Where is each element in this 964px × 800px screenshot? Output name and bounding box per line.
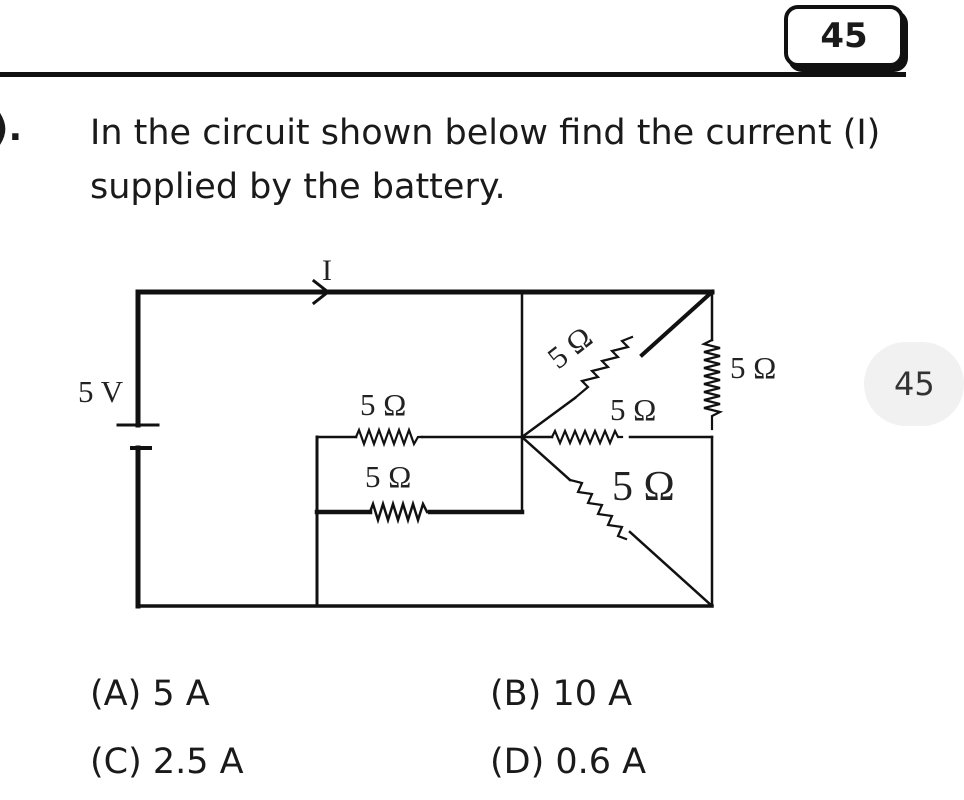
- resistor-left-upper: [354, 426, 424, 448]
- question-number: ).: [0, 108, 23, 149]
- wire-diag-down-upper: [520, 435, 572, 482]
- battery-label: 5 V: [78, 374, 124, 409]
- resistor-label-center: 5 Ω: [610, 392, 656, 427]
- option-b[interactable]: (B) 10 A: [490, 674, 633, 714]
- question-text: In the circuit shown below find the curr…: [90, 113, 881, 207]
- option-d[interactable]: (D) 0.6 A: [490, 742, 647, 782]
- option-c[interactable]: (C) 2.5 A: [90, 742, 244, 782]
- resistor-label-left-lower: 5 Ω: [365, 459, 411, 494]
- resistor-diag-up: [573, 335, 634, 400]
- page-number-badge: 45: [784, 5, 904, 67]
- side-page-indicator: 45: [864, 342, 964, 426]
- wire-diag-up-upper: [639, 289, 715, 358]
- wire-diag-down-lower: [628, 530, 714, 608]
- resistor-diag-down: [568, 478, 628, 541]
- resistor-label-left-upper: 5 Ω: [360, 387, 406, 422]
- header-divider: [0, 72, 906, 77]
- circuit-diagram: I 5 V 5 Ω 5 Ω 5 Ω 5 Ω 5 Ω 5 Ω: [78, 254, 776, 609]
- resistor-center-horizontal: [550, 428, 624, 446]
- wire-diag-up-lower: [520, 396, 577, 439]
- resistor-label-diag-up: 5 Ω: [541, 319, 599, 375]
- resistor-label-diag-down: 5 Ω: [612, 464, 675, 510]
- resistor-left-lower: [368, 499, 429, 525]
- current-label: I: [322, 254, 332, 287]
- resistor-label-right: 5 Ω: [730, 350, 776, 385]
- resistor-right-vertical: [700, 338, 724, 431]
- option-a[interactable]: (A) 5 A: [90, 674, 210, 714]
- current-arrow-icon: [311, 278, 331, 306]
